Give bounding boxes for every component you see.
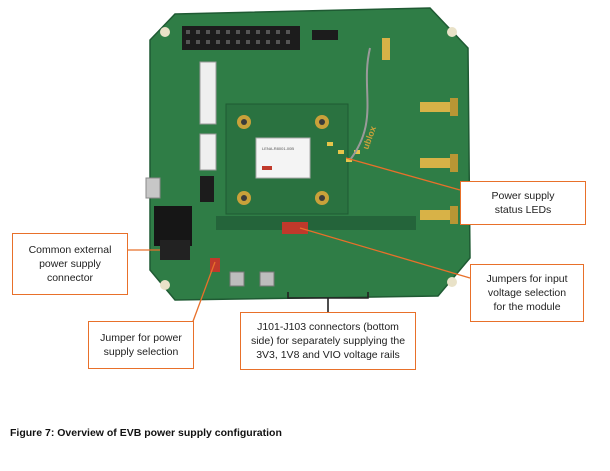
leader-jumpers-input <box>299 227 471 279</box>
leader-jumper-power <box>191 261 216 325</box>
usb-connector <box>145 177 161 199</box>
callout-connectors: J101-J103 connectors (bottom side) for s… <box>240 312 416 370</box>
callout-external-power: Common external power supply connector <box>12 233 128 295</box>
mount-hole <box>447 27 457 37</box>
callout-external-power-text: Common external power supply connector <box>28 244 112 284</box>
sma-connector <box>420 158 456 168</box>
mount-hole <box>160 280 170 290</box>
callout-input-jumpers: Jumpers for input voltage selection for … <box>470 264 584 322</box>
callout-power-jumper-text: Jumper for power supply selection <box>100 332 182 358</box>
mount-hole <box>160 27 170 37</box>
module-label: LENA-R8001-00B <box>262 146 294 151</box>
dc-jack-front <box>160 240 190 260</box>
callout-power-jumper: Jumper for power supply selection <box>88 321 194 369</box>
input-voltage-jumpers <box>282 222 308 234</box>
dc-jack <box>154 206 192 246</box>
status-led <box>346 158 352 162</box>
status-led <box>338 150 344 154</box>
callout-input-jumpers-text: Jumpers for input voltage selection for … <box>486 273 568 313</box>
sma-connector <box>420 210 456 220</box>
connector-bracket <box>287 292 369 312</box>
pin-header <box>182 26 300 50</box>
callout-status-leds-text: Power supply status LEDs <box>491 190 555 216</box>
mount-hole <box>447 277 457 287</box>
status-led <box>327 142 333 146</box>
status-led <box>354 150 360 154</box>
fpc-connector <box>199 133 217 171</box>
leader-leds <box>345 157 461 191</box>
small-header <box>312 30 338 40</box>
sma-connector <box>382 38 390 60</box>
figure-caption: Figure 7: Overview of EVB power supply c… <box>10 427 282 439</box>
callout-status-leds: Power supply status LEDs <box>460 181 586 225</box>
fpc-connector <box>199 61 217 125</box>
cellular-module <box>255 137 311 179</box>
callout-connectors-text: J101-J103 connectors (bottom side) for s… <box>250 321 406 361</box>
board-strip <box>216 216 416 230</box>
module-logo <box>262 166 272 170</box>
push-button <box>229 271 245 287</box>
push-button <box>259 271 275 287</box>
power-supply-jumper <box>210 258 220 272</box>
rf-cable <box>349 47 371 161</box>
ic-chip <box>200 176 214 202</box>
sma-connector <box>420 102 456 112</box>
